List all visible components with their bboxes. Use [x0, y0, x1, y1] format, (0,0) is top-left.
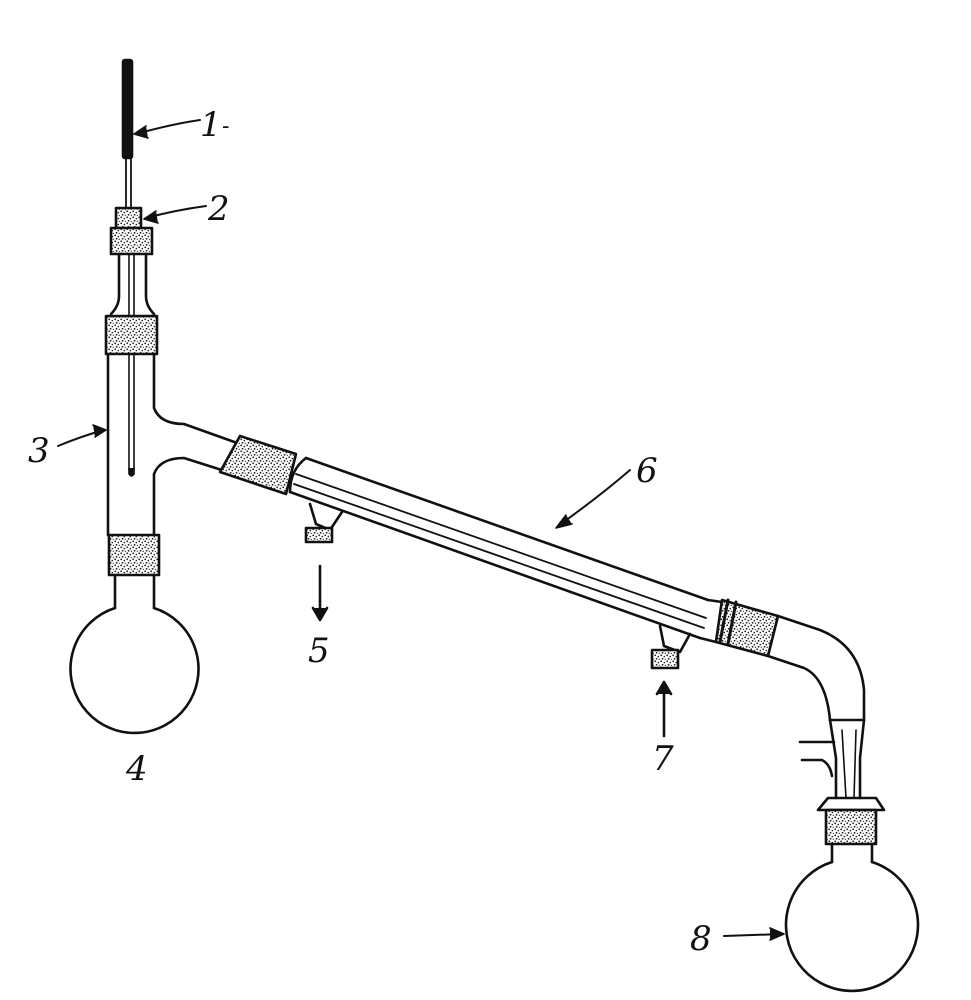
leader-2: [143, 205, 207, 224]
condenser-adapter-joint: [714, 598, 780, 658]
thermometer-stopper: [109, 206, 154, 256]
boiling-flask: [69, 533, 200, 735]
leader-3: [57, 424, 107, 447]
side-arm-joint: [218, 434, 298, 496]
label-1-mark: -: [222, 114, 229, 139]
thermometer: [121, 58, 135, 477]
label-7: 7: [652, 739, 674, 779]
leader-6: [555, 469, 631, 529]
water-inlet: [650, 624, 692, 738]
label-6: 6: [636, 451, 658, 491]
receiver-adapter: [766, 614, 866, 800]
receiving-flask: [784, 796, 920, 993]
label-4: 4: [125, 749, 148, 789]
label-2: 2: [207, 189, 230, 229]
leader-1: [133, 119, 201, 139]
distillation-head: [104, 314, 242, 537]
head-adapter: [109, 252, 156, 316]
label-5: 5: [308, 631, 330, 671]
label-8: 8: [690, 919, 712, 959]
label-1: 1: [200, 105, 222, 145]
label-3: 3: [28, 431, 50, 471]
leader-8: [723, 927, 785, 941]
water-outlet: [304, 502, 344, 622]
